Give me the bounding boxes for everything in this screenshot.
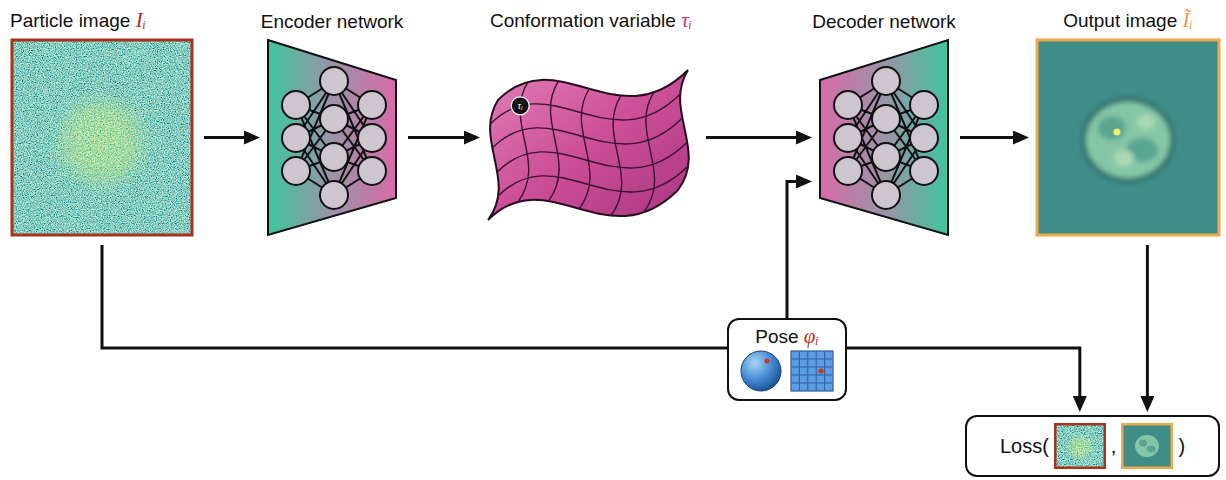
pose-box: Pose φᵢ bbox=[727, 318, 847, 401]
flow-arrow bbox=[102, 245, 1080, 404]
decoder-network: Decoder network bbox=[820, 40, 948, 235]
latent-point-label: τᵢ bbox=[518, 101, 523, 111]
node-heading: Output image Ĩᵢ bbox=[1063, 8, 1193, 33]
flow-arrow bbox=[960, 136, 1021, 139]
text-part: Particle image bbox=[10, 10, 136, 31]
math-symbol: Ĩᵢ bbox=[1183, 8, 1193, 32]
encoder-network: Encoder network bbox=[268, 40, 396, 235]
text-part: Output image bbox=[1063, 10, 1182, 31]
math-symbol: φᵢ bbox=[804, 324, 819, 348]
encoder-network bbox=[268, 40, 396, 235]
loss-box: Loss( , ) bbox=[965, 415, 1220, 477]
latent-manifold: Conformation variable τᵢ bbox=[488, 40, 694, 235]
node-heading: Decoder network bbox=[812, 11, 956, 33]
flow-arrow bbox=[787, 182, 804, 319]
decoder-network bbox=[820, 40, 948, 235]
node-text: , bbox=[1111, 435, 1117, 458]
output-image: Output image Ĩᵢ bbox=[1037, 40, 1219, 235]
input-thumbnail bbox=[1054, 423, 1106, 469]
output-image bbox=[1037, 40, 1219, 235]
node-heading: Particle image Iᵢ bbox=[10, 8, 146, 33]
pose-icons bbox=[739, 349, 835, 393]
node-text: Pose φᵢ bbox=[755, 324, 819, 349]
node-text: Loss( bbox=[1000, 435, 1049, 458]
input-image: Particle image Iᵢ bbox=[12, 40, 192, 235]
flow-arrow bbox=[1146, 245, 1149, 404]
math-symbol: Iᵢ bbox=[136, 8, 146, 32]
latent-manifold bbox=[488, 70, 689, 220]
text-part: Pose bbox=[755, 326, 804, 347]
math-symbol: τᵢ bbox=[681, 8, 692, 32]
node-heading: Encoder network bbox=[261, 11, 404, 33]
flow-arrow bbox=[408, 136, 472, 139]
flow-arrow bbox=[706, 136, 804, 139]
text-part: Conformation variable bbox=[490, 10, 681, 31]
flow-arrow bbox=[204, 136, 252, 139]
particle-image bbox=[12, 40, 192, 235]
output-thumbnail bbox=[1121, 423, 1173, 469]
node-text: ) bbox=[1178, 435, 1185, 458]
node-heading: Conformation variable τᵢ bbox=[490, 8, 692, 33]
